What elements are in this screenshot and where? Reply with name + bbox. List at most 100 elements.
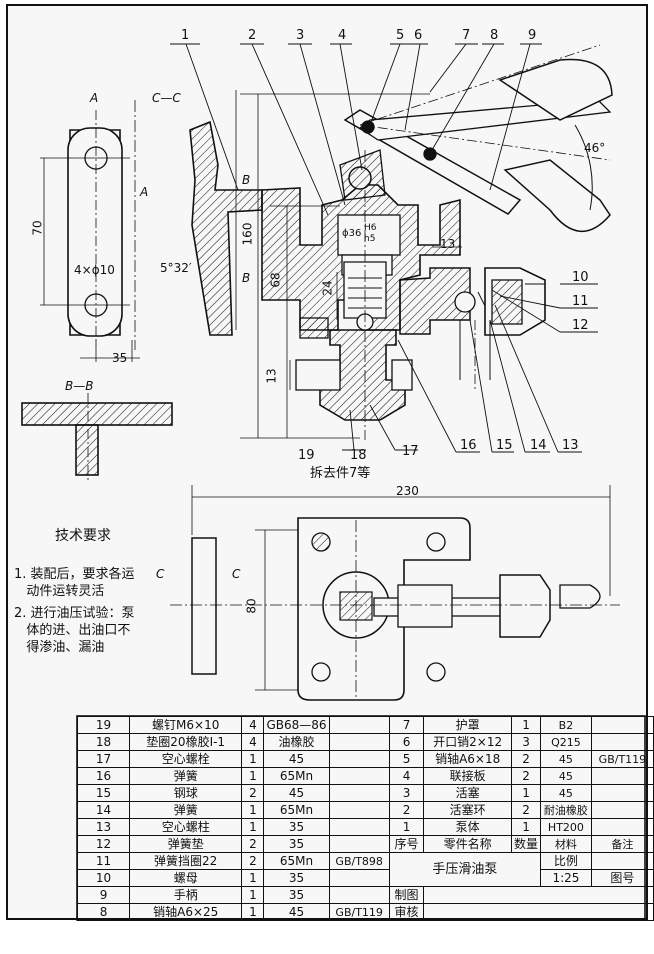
dim-46-degrees: 46° — [584, 141, 606, 155]
bom-cell-note: GB/T119 — [590, 750, 654, 768]
bom-cell-name: 弹簧挡圈22 — [129, 852, 243, 870]
bom-cell-material: 35 — [263, 869, 330, 887]
dim-13-left: 13 — [264, 368, 279, 384]
balloon-5: 5 — [396, 28, 405, 43]
balloon-11: 11 — [572, 294, 589, 309]
bom-cell-note: GB/T119 — [328, 903, 390, 921]
bom-cell-qty: 4 — [241, 716, 265, 734]
bom-cell-material: 45 — [540, 767, 592, 785]
bom-cell-qty: 1 — [241, 869, 265, 887]
bom-cell-no: 13 — [76, 818, 131, 836]
cut-b-bottom-label: B — [242, 271, 251, 285]
balloon-leaders — [170, 43, 598, 453]
bom-cell-material: HT200 — [540, 818, 592, 836]
bom-cell-name: 销轴A6×25 — [129, 903, 243, 921]
bom-cell-qty: 2 — [241, 852, 265, 870]
section-c-c — [189, 90, 263, 336]
bom-header-name: 零件名称 — [423, 835, 512, 853]
bom-cell-note — [328, 886, 390, 904]
bom-cell-name: 弹簧垫 — [129, 835, 243, 853]
bom-cell-note: GB/T898 — [328, 852, 390, 870]
fit-shaft: h5 — [364, 234, 376, 244]
bom-cell-name: 泵体 — [423, 818, 512, 836]
balloon-17: 17 — [402, 444, 419, 459]
dim-70: 70 — [30, 220, 45, 236]
section-cc-label: C—C — [152, 91, 181, 105]
dim-230: 230 — [396, 484, 419, 498]
dim-24: 24 — [320, 280, 335, 296]
bom-cell-no: 4 — [388, 767, 425, 785]
bom-cell-material: Q215 — [540, 733, 592, 751]
bom-cell-no: 9 — [76, 886, 131, 904]
balloon-2: 2 — [248, 28, 257, 43]
bom-cell-material: 65Mn — [263, 852, 330, 870]
blank-cell — [423, 903, 654, 921]
bom-cell-qty: 1 — [241, 886, 265, 904]
bom-cell-name: 开口销2×12 — [423, 733, 512, 751]
bom-cell-qty: 1 — [241, 750, 265, 768]
balloon-15: 15 — [496, 438, 513, 453]
balloon-14: 14 — [530, 438, 547, 453]
bom-cell-material: GB68—86 — [263, 716, 330, 734]
bom-cell-material: 45 — [540, 750, 592, 768]
tech-req-line-5: 得渗油、漏油 — [14, 640, 105, 655]
dim-35: 35 — [112, 351, 128, 365]
bom-cell-material: 65Mn — [263, 767, 330, 785]
tech-req-line-2: 动件运转灵活 — [14, 584, 105, 599]
bom-cell-note — [328, 801, 390, 819]
bom-cell-note — [328, 733, 390, 751]
dim-13-right: 13 — [440, 237, 456, 251]
bom-cell-no: 7 — [388, 716, 425, 734]
bom-cell-no: 2 — [388, 801, 425, 819]
balloon-10: 10 — [572, 270, 589, 285]
bom-header-no: 序号 — [388, 835, 425, 853]
dim-4x10: 4×ϕ10 — [74, 263, 115, 277]
bom-cell-qty: 4 — [241, 733, 265, 751]
bom-cell-no: 14 — [76, 801, 131, 819]
balloon-1: 1 — [181, 28, 190, 43]
bom-cell-no: 15 — [76, 784, 131, 802]
bom-cell-qty: 1 — [510, 818, 542, 836]
bom-cell-material: 45 — [263, 750, 330, 768]
bom-cell-no: 6 — [388, 733, 425, 751]
removed-parts-note: 拆去件7等 — [310, 466, 371, 481]
bom-cell-material: 耐油橡胶 — [540, 801, 592, 819]
bom-cell-material: 35 — [263, 818, 330, 836]
tech-req-line-3: 2. 进行油压试验：泵 — [14, 606, 135, 621]
cut-a-label: A — [140, 185, 149, 199]
pump-body-front-view — [261, 150, 546, 440]
bom-cell-qty: 1 — [241, 818, 265, 836]
pump-top-view — [170, 517, 620, 701]
bom-cell-note — [328, 784, 390, 802]
balloon-19: 19 — [298, 448, 315, 463]
drawing-number-label: 图号 — [590, 869, 654, 887]
bom-header-note: 备注 — [590, 835, 654, 853]
tech-req-line-1: 1. 装配后，要求各运 — [14, 567, 135, 582]
bom-cell-name: 销轴A6×18 — [423, 750, 512, 768]
bom-cell-name: 活塞 — [423, 784, 512, 802]
bom-cell-no: 3 — [388, 784, 425, 802]
bom-cell-note — [328, 818, 390, 836]
bom-cell-material: 65Mn — [263, 801, 330, 819]
fit-diameter: ϕ36 — [342, 228, 362, 239]
bom-cell-no: 10 — [76, 869, 131, 887]
bom-cell-name: 螺母 — [129, 869, 243, 887]
bom-cell-note — [590, 818, 654, 836]
bom-cell-no: 19 — [76, 716, 131, 734]
bom-cell-material: B2 — [540, 716, 592, 734]
section-b-b — [21, 393, 173, 480]
dim-160: 160 — [240, 222, 255, 246]
balloon-8: 8 — [490, 28, 499, 43]
bom-cell-note — [328, 835, 390, 853]
bom-cell-qty: 2 — [510, 750, 542, 768]
bom-header-qty: 数量 — [510, 835, 542, 853]
bom-cell-name: 垫圈20橡胶I-1 — [129, 733, 243, 751]
balloon-13: 13 — [562, 438, 579, 453]
bom-cell-no: 8 — [76, 903, 131, 921]
